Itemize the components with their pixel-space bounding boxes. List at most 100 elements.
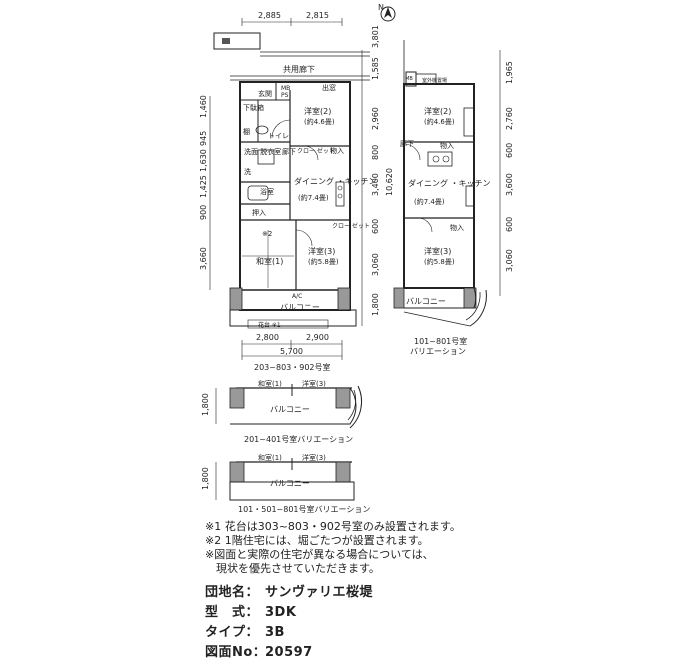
shelf-label: 棚	[243, 127, 250, 136]
drawing-label: 図面No：	[205, 645, 267, 660]
right-dim-2: 3,801	[371, 25, 380, 48]
entrance-label: 玄関	[258, 89, 272, 98]
mb-label: MB	[281, 85, 290, 92]
right-dim-9: 1,800	[371, 293, 380, 316]
v1-storage2-label: 物入	[450, 223, 464, 232]
variation-101-501	[215, 458, 355, 501]
right-dim-6: 10,620	[385, 168, 394, 196]
v1-dim-5: 600	[505, 217, 514, 232]
v2-dim: 1,800	[201, 393, 210, 416]
v3-balcony-label: バルコニー	[270, 479, 310, 488]
storage-label: 物入	[330, 146, 344, 155]
left-dims: 1,460 945 1,630 1,425 900 3,660	[199, 95, 208, 270]
compass: N	[378, 3, 396, 22]
left-dim-6: 3,660	[199, 247, 208, 270]
flowerbed-label: 花台 ※1	[258, 321, 281, 329]
note-2: ※2 1階住宅には、堀ごたつが設置されます。	[205, 534, 429, 547]
v1-western2-label: 洋室(2)	[424, 106, 451, 116]
dining-label: ダイニング ・キッチン	[294, 176, 377, 186]
v1-outdoor-unit-label: 室外機置場	[422, 77, 447, 84]
note-4: 現状を優先させていただきます。	[205, 562, 380, 575]
balcony-label: バルコニー	[280, 303, 320, 312]
main-plan-caption: 203~803・902号室	[254, 362, 331, 372]
v1-caption-line1: 101~801号室	[414, 336, 467, 346]
property-info: 団地名： サンヴァリエ桜堤 型 式： 3DK タイプ：3B 図面No：20597	[205, 583, 373, 663]
toilet-label: トイレ	[268, 132, 289, 140]
type-value: 3DK	[265, 605, 297, 620]
washer-label: 洗	[244, 167, 251, 176]
washroom-label: 洗面 脱衣室	[244, 147, 281, 156]
main-plan	[209, 18, 370, 360]
right-dim-8: 3,060	[371, 253, 380, 276]
v1-mb-label: MB	[405, 76, 413, 82]
total-width: 5,700	[280, 347, 303, 356]
low-closet-label: クロー ゼット	[332, 222, 370, 230]
right-dim-4: 800	[371, 145, 380, 160]
v1-dining-label: ダイニング ・キッチン	[408, 178, 491, 188]
shoe-box-label: 下駄箱	[243, 103, 264, 112]
drawing-row: 図面No：20597	[205, 643, 373, 663]
left-dim-3: 1,630	[199, 149, 208, 172]
variation-201-401	[215, 384, 362, 429]
v1-western3-size: (約5.8畳)	[424, 257, 455, 266]
right-dim-5: 3,400	[371, 173, 380, 196]
v2-room1-label: 和室(1)	[258, 379, 282, 388]
western3-label: 洋室(3)	[308, 246, 335, 256]
type-label: 型 式：	[205, 605, 260, 620]
v3-dim: 1,800	[201, 467, 210, 490]
bath-label: 浴室	[260, 187, 274, 196]
v1-dim-6: 3,060	[505, 249, 514, 272]
note-1: ※1 花台は303~803・902号室のみ設置されます。	[205, 520, 461, 533]
v1-balcony-label: バルコニー	[406, 297, 446, 306]
hall-label: 廊下	[282, 147, 296, 156]
estate-row: 団地名： サンヴァリエ桜堤	[205, 583, 373, 603]
v1-dim-2: 2,760	[505, 107, 514, 130]
right-dim-1: 1,585	[371, 57, 380, 80]
v1-hall-label: 廊下	[400, 139, 414, 148]
v2-balcony-label: バルコニー	[270, 405, 310, 414]
v3-room2-label: 洋室(3)	[302, 453, 326, 462]
v3-caption: 101・501~801号室バリエーション	[238, 504, 370, 514]
left-dim-2: 945	[199, 131, 208, 146]
note2-mark: ※2	[262, 230, 272, 238]
subtype-row: タイプ：3B	[205, 623, 373, 643]
v2-caption: 201~401号室バリエーション	[244, 434, 353, 444]
v1-dim-1: 1,965	[505, 61, 514, 84]
western2-size: (約4.6畳)	[304, 117, 335, 126]
right-dims: 1,585 3,801 2,960 800 3,400 10,620 600 3…	[371, 25, 394, 316]
dining-size: (約7.4畳)	[298, 193, 329, 202]
v2-room2-label: 洋室(3)	[302, 379, 326, 388]
variation-101-801	[393, 40, 501, 327]
left-dim-4: 1,425	[199, 175, 208, 198]
left-dim-1: 1,460	[199, 95, 208, 118]
bottom-dim-2: 2,900	[306, 333, 329, 342]
v1-right-dims: 1,965 2,760 600 3,600 600 3,060	[505, 61, 514, 272]
estate-label: 団地名：	[205, 585, 260, 600]
top-closet-label: 出窓	[322, 83, 336, 92]
top-dim-2: 2,815	[306, 11, 329, 20]
left-dim-5: 900	[199, 205, 208, 220]
ac-label: A/C	[292, 293, 302, 300]
oshiire-label: 押入	[252, 208, 266, 217]
mid-closet-label: クロー ゼット	[297, 147, 335, 155]
v1-dim-4: 3,600	[505, 173, 514, 196]
notes: ※1 花台は303~803・902号室のみ設置されます。 ※2 1階住宅には、堀…	[205, 520, 461, 576]
type-row: 型 式： 3DK	[205, 603, 373, 623]
top-dim-1: 2,885	[258, 11, 281, 20]
subtype-value: 3B	[265, 625, 285, 640]
western2-label: 洋室(2)	[304, 106, 331, 116]
drawing-value: 20597	[265, 645, 313, 660]
v1-caption-line2: バリエーション	[410, 347, 466, 356]
corridor-label: 共用廊下	[283, 64, 315, 74]
ps-label: PS	[281, 92, 289, 99]
right-dim-3: 2,960	[371, 107, 380, 130]
right-dim-7: 600	[371, 219, 380, 234]
v1-dim-3: 600	[505, 143, 514, 158]
v1-western3-label: 洋室(3)	[424, 246, 451, 256]
v3-room1-label: 和室(1)	[258, 453, 282, 462]
estate-value: サンヴァリエ桜堤	[265, 585, 374, 600]
compass-north-label: N	[378, 3, 384, 12]
japanese-room-label: 和室(1)	[256, 256, 283, 266]
note-3: ※図面と実際の住宅が異なる場合については、	[205, 548, 434, 561]
